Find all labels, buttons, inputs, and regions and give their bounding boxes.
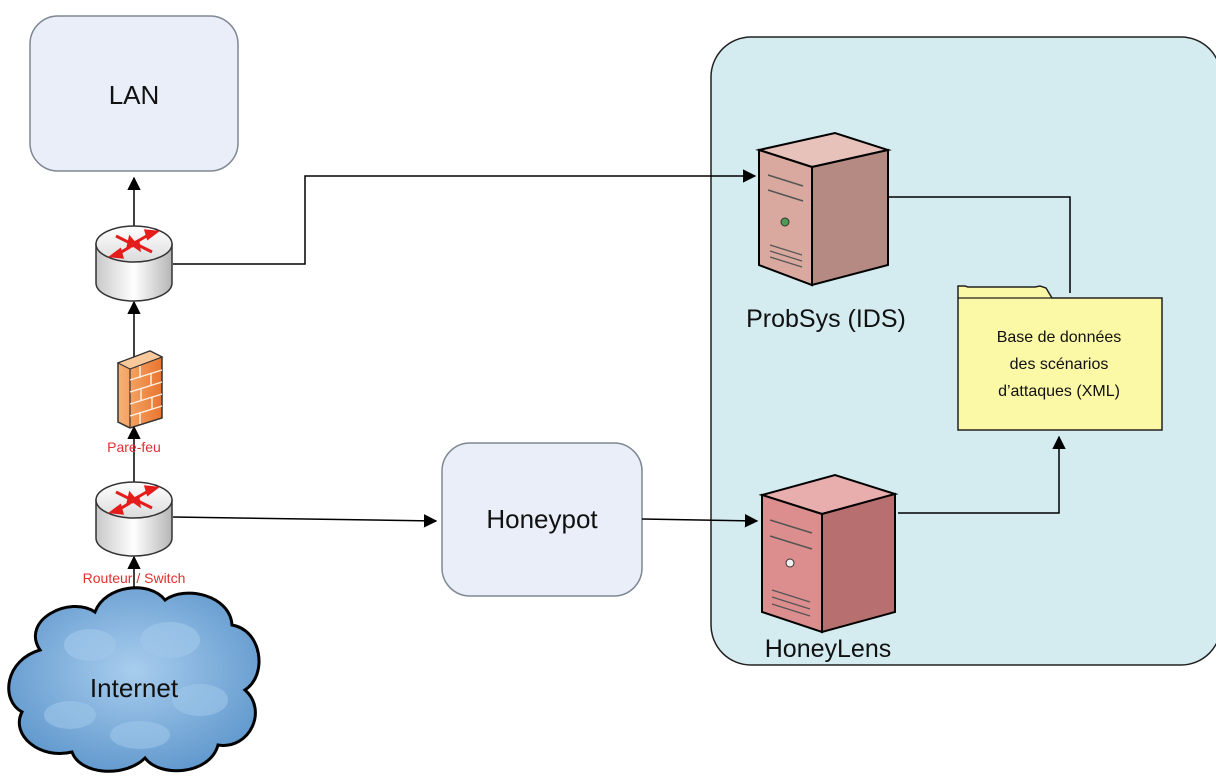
lan-label: LAN <box>109 80 160 110</box>
probsys-server-icon <box>755 131 892 287</box>
edge-honeypot-to-honeylens <box>641 514 759 528</box>
probsys-label: ProbSys (IDS) <box>746 305 906 333</box>
edge-router-to-probsys <box>173 169 757 265</box>
router-switch-label: Routeur / Switch <box>83 570 186 586</box>
honeylens-label: HoneyLens <box>765 635 891 663</box>
edge-switch-to-honeypot <box>172 514 438 528</box>
honeypot-label: Honeypot <box>486 504 598 534</box>
internet-cloud-icon <box>7 586 261 773</box>
internet-label: Internet <box>90 673 179 703</box>
honeylens-server-icon <box>758 473 899 634</box>
edge-database-to-probsys <box>835 190 1071 293</box>
router-top-icon <box>95 225 173 302</box>
firewall-icon <box>116 350 164 429</box>
database-folder-icon <box>957 285 1163 431</box>
lan-box <box>29 15 239 172</box>
edge-honeylens-to-database <box>898 435 1066 514</box>
database-label-line2: des scénarios <box>1010 356 1109 373</box>
database-label-line1: Base de données <box>997 329 1122 346</box>
firewall-label: Pare-feu <box>107 439 161 455</box>
database-label-line3: d’attaques (XML) <box>998 383 1120 400</box>
router-switch-icon <box>95 481 173 557</box>
